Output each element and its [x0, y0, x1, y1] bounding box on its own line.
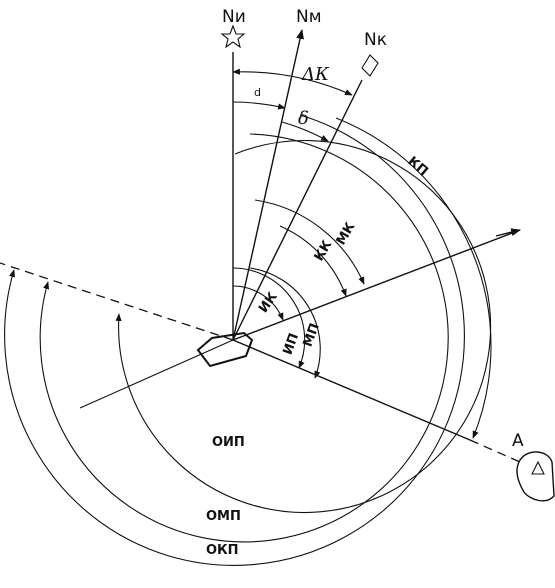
label-reverse-compass: ОКП: [206, 543, 239, 558]
compass-north-line: [232, 79, 363, 341]
ship-icon: [196, 331, 254, 368]
label-reverse-magnetic: ОМП: [206, 509, 241, 524]
circle-reverse-magnetic: [39, 133, 449, 543]
label-compass-north: Nк: [364, 30, 387, 50]
arc-true-bearing: [232, 267, 306, 369]
arc-declination: [232, 101, 286, 110]
arc-magnetic-course: [254, 199, 365, 285]
reverse-course-line: [79, 339, 234, 409]
arc-magnetic-bearing: [249, 267, 321, 379]
triangle-icon: [531, 460, 545, 475]
star-icon: [220, 24, 246, 49]
course-arrow: [495, 228, 521, 237]
reverse-bearing-line: [0, 262, 234, 341]
diamond-icon: [361, 54, 379, 77]
label-true-north: Nи: [222, 7, 246, 27]
arc-total-correction: [232, 68, 353, 96]
label-magnetic-course: МК: [334, 220, 359, 248]
arc-compass-course: [279, 225, 347, 297]
bearing-line: [232, 339, 471, 441]
circle-reverse-true: [115, 139, 492, 514]
label-declination: d: [254, 86, 261, 99]
arc-true-course: [232, 285, 284, 321]
label-deviation: δ: [298, 108, 309, 129]
label-total-correction: ΔК: [301, 64, 330, 85]
arc-deviation: [281, 121, 329, 142]
label-landmark: A: [512, 431, 524, 451]
label-compass-course: КК: [312, 238, 336, 264]
landmark-shape: [516, 451, 555, 502]
label-reverse-true: ОИП: [212, 435, 245, 450]
label-magnetic-north: Nм: [296, 7, 322, 27]
label-magnetic-bearing: МП: [301, 321, 323, 349]
label-true-bearing: ИП: [281, 331, 303, 357]
arc-compass-bearing: [335, 117, 492, 439]
label-compass-bearing: КП: [405, 154, 431, 179]
course-line: [232, 229, 521, 341]
circle-reverse-compass: [3, 114, 465, 567]
bearing-line-dashed: [469, 439, 521, 463]
